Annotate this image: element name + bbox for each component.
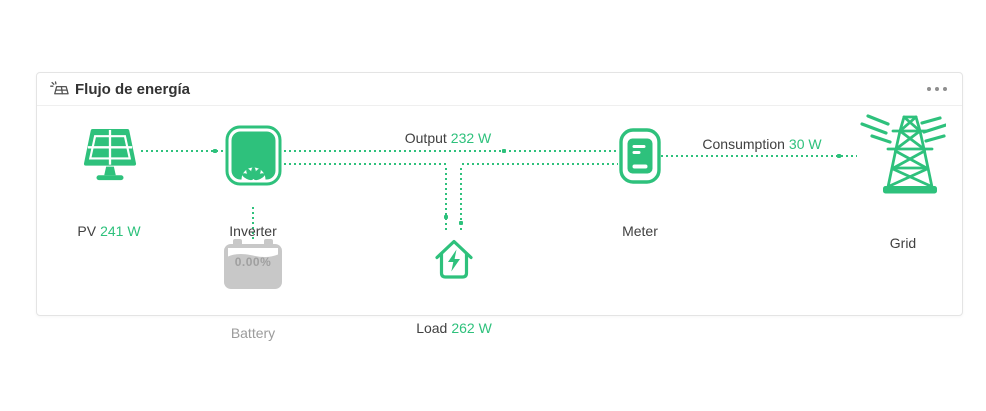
flow-dot: [837, 154, 841, 158]
load-label: Load 262 W: [384, 320, 524, 336]
flow-dot: [444, 215, 448, 219]
flow-dot: [213, 149, 217, 153]
inverter-name: Inverter: [229, 223, 277, 239]
battery-label: Battery: [193, 325, 313, 341]
ellipsis-icon[interactable]: [925, 81, 949, 97]
grid-tower-icon: [860, 111, 946, 199]
flow-line-inverter-battery: [252, 207, 254, 239]
grid-name: Grid: [889, 235, 917, 251]
flow-line-pv-inverter: [141, 150, 225, 152]
flow-line-inverter-meter-top: [284, 150, 618, 152]
flow-line-inverter-junction: [284, 163, 446, 165]
output-flow-label: Output 232 W: [358, 130, 538, 146]
inverter-label: Inverter: [193, 223, 313, 239]
meter-icon: [619, 128, 661, 184]
energy-flow-card: Flujo de energía: [36, 72, 963, 341]
flow-dot: [502, 149, 506, 153]
pv-label: PV 241 W: [49, 223, 169, 239]
inverter-icon: [225, 125, 282, 186]
meter-label: Meter: [580, 223, 700, 239]
flow-line-junction-meter: [462, 163, 618, 165]
energy-flow-diagram: PV 241 W Inverter: [37, 107, 963, 341]
pv-value: 241 W: [100, 223, 141, 239]
flow-line-meter-grid: [661, 155, 857, 157]
card-title: Flujo de energía: [75, 80, 191, 98]
consumption-name: Consumption: [702, 136, 785, 152]
consumption-value: 30 W: [788, 136, 822, 152]
flow-line-load-right: [460, 168, 462, 233]
battery-icon: 0.00%: [224, 239, 282, 289]
battery-name: Battery: [230, 325, 276, 341]
flow-line-load-left: [445, 168, 447, 233]
grid-label: Grid: [843, 235, 963, 251]
consumption-flow-label: Consumption 30 W: [672, 136, 852, 152]
pv-name: PV: [77, 223, 97, 239]
card-header: Flujo de energía: [37, 73, 962, 106]
solar-panel-header-icon: [50, 81, 69, 97]
output-value: 232 W: [450, 130, 492, 146]
flow-dot: [459, 221, 463, 225]
battery-soc: 0.00%: [234, 255, 272, 269]
pv-panel-icon: [83, 127, 137, 185]
output-name: Output: [404, 130, 447, 146]
load-value: 262 W: [451, 320, 492, 336]
load-house-icon: [431, 235, 477, 283]
load-name: Load: [416, 320, 448, 336]
meter-name: Meter: [622, 223, 658, 239]
